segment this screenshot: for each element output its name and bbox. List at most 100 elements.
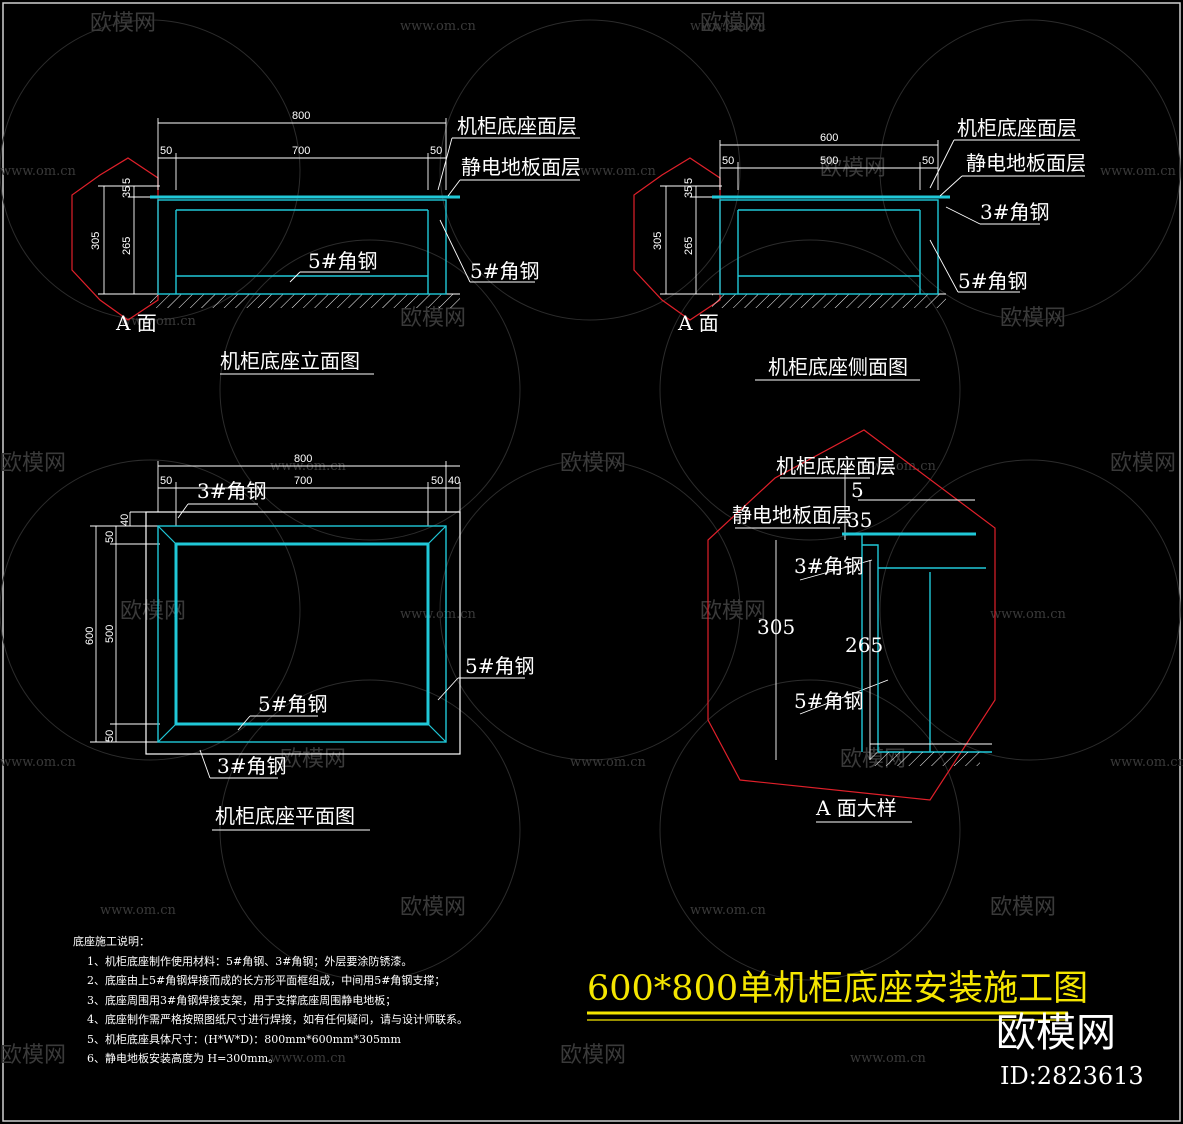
side-label-face: A 面 bbox=[677, 311, 719, 335]
watermark-site: www.om.cn bbox=[580, 164, 657, 179]
side-dim-overall: 600 bbox=[820, 132, 838, 144]
construction-notes: 底座施工说明： 1、机柜底座制作使用材料：5#角钢、3#角钢；外层要涂防锈漆。 … bbox=[73, 932, 468, 1069]
watermark-site: www.om.cn bbox=[1110, 755, 1183, 770]
detail-marker-outline bbox=[633, 157, 721, 321]
watermark-site: www.om.cn bbox=[270, 459, 347, 474]
plan-dim-v-top: 50 bbox=[104, 531, 116, 543]
watermark-arcs bbox=[0, 19, 1181, 981]
watermark-site: www.om.cn bbox=[1100, 164, 1177, 179]
side-label-steel-3: 3#角钢 bbox=[980, 200, 1049, 224]
side-dim-left: 50 bbox=[722, 155, 734, 167]
detail-outline bbox=[707, 429, 996, 801]
plan-dim-v-overall: 600 bbox=[84, 627, 96, 645]
elevation-label-top-layer: 机柜底座面层 bbox=[457, 114, 577, 138]
watermark-grid: 欧模网 www.om.cn www.om.cn 欧模网 www.om.cn ww… bbox=[0, 11, 1183, 1068]
main-title: 600*800单机柜底座安装施工图 bbox=[587, 969, 1088, 1009]
detail-label-floor-layer: 静电地板面层 bbox=[732, 503, 852, 527]
elevation-dim-mid: 700 bbox=[292, 145, 310, 157]
notes-item: 3、底座周围用3#角钢焊接支架，用于支撑底座周围静电地板； bbox=[87, 993, 397, 1007]
watermark-brand: 欧模网 bbox=[400, 306, 466, 331]
plan-label-steel-5-inner: 5#角钢 bbox=[258, 692, 327, 716]
side-label-steel-5: 5#角钢 bbox=[958, 269, 1027, 293]
plan-dim-v-mid: 500 bbox=[104, 625, 116, 643]
ground-hatch bbox=[870, 752, 980, 766]
detail-dim-35: 35 bbox=[847, 508, 872, 532]
notes-item: 6、静电地板安装高度为 H=300mm。 bbox=[87, 1052, 280, 1065]
side-title: 机柜底座侧面图 bbox=[768, 355, 908, 379]
elevation-view: 800 700 50 50 305 265 35 5 机柜底座面层 静电地板面层… bbox=[71, 110, 581, 375]
detail-dim-265: 265 bbox=[845, 633, 883, 657]
watermark-site: www.om.cn bbox=[690, 19, 767, 34]
watermark-brand: 欧模网 bbox=[560, 1043, 626, 1068]
elevation-label-face: A 面 bbox=[115, 311, 157, 335]
detail-dim-305: 305 bbox=[757, 615, 795, 639]
side-dim-mid: 500 bbox=[820, 155, 838, 167]
watermark-brand: 欧模网 bbox=[1110, 451, 1176, 476]
detail-dim-5: 5 bbox=[851, 478, 864, 502]
detail-view: 机柜底座面层 静电地板面层 3#角钢 5#角钢 5 35 305 265 A 面… bbox=[707, 429, 996, 823]
watermark-site: www.om.cn bbox=[690, 903, 767, 918]
notes-item: 2、底座由上5#角钢焊接而成的长方形平面框组成，中间用5#角钢支撑； bbox=[87, 974, 446, 987]
plan-dim-right-a: 50 bbox=[431, 475, 443, 487]
detail-label-steel-3: 3#角钢 bbox=[794, 554, 863, 578]
watermark-brand: 欧模网 bbox=[90, 11, 156, 36]
side-dim-top-b: 5 bbox=[683, 178, 695, 184]
plan-label-steel-3-top: 3#角钢 bbox=[197, 479, 266, 503]
side-view: 600 500 50 50 305 265 35 5 机柜底座面层 静电地板面层… bbox=[633, 116, 1086, 381]
elevation-label-floor-layer: 静电地板面层 bbox=[461, 155, 581, 179]
watermark-brand: 欧模网 bbox=[1000, 306, 1066, 331]
ground-hatch bbox=[712, 294, 946, 308]
watermark-brand: 欧模网 bbox=[560, 451, 626, 476]
elevation-dim-overall: 800 bbox=[292, 110, 310, 122]
notes-item: 5、机柜底座具体尺寸：(H*W*D)：800mm*600mm*305mm bbox=[87, 1032, 401, 1046]
watermark-site: www.om.cn bbox=[270, 1051, 347, 1066]
side-label-floor-layer: 静电地板面层 bbox=[966, 151, 1086, 175]
plan-dim-v-bottom: 50 bbox=[104, 730, 116, 742]
plan-dim-left: 50 bbox=[160, 475, 172, 487]
side-dim-right: 50 bbox=[922, 155, 934, 167]
watermark-brand: 欧模网 bbox=[0, 451, 66, 476]
plan-dim-overall: 800 bbox=[294, 453, 312, 465]
watermark-site: www.om.cn bbox=[0, 164, 77, 179]
watermark-site: www.om.cn bbox=[120, 314, 197, 329]
elevation-title: 机柜底座立面图 bbox=[220, 349, 360, 373]
ground-hatch bbox=[150, 294, 460, 308]
notes-heading: 底座施工说明： bbox=[73, 935, 150, 948]
plan-dim-right-b: 40 bbox=[448, 475, 460, 487]
watermark-site: www.om.cn bbox=[850, 1051, 927, 1066]
detail-label-steel-5: 5#角钢 bbox=[794, 689, 863, 713]
elevation-dim-lower: 265 bbox=[121, 237, 133, 255]
watermark-brand: 欧模网 bbox=[990, 895, 1056, 920]
plan-dim-v-edge: 40 bbox=[119, 514, 131, 526]
brand-name: 欧模网 bbox=[996, 1010, 1116, 1056]
brand-mark: 欧模网 ID:2823613 bbox=[996, 1010, 1144, 1090]
watermark-site: www.om.cn bbox=[100, 903, 177, 918]
brand-id: ID:2823613 bbox=[1000, 1062, 1144, 1090]
plan-dim-mid: 700 bbox=[294, 475, 312, 487]
elevation-label-steel-inner: 5#角钢 bbox=[308, 249, 377, 273]
elevation-dim-height: 305 bbox=[90, 232, 102, 250]
elevation-dim-top-a: 35 bbox=[121, 186, 133, 198]
watermark-brand: 欧模网 bbox=[0, 1043, 66, 1068]
watermark-brand: 欧模网 bbox=[280, 747, 346, 772]
watermark-site: www.om.cn bbox=[0, 755, 77, 770]
detail-label-top-layer: 机柜底座面层 bbox=[776, 454, 896, 478]
plan-view: 800 700 50 50 40 600 500 50 50 40 3#角钢 5… bbox=[84, 453, 534, 831]
watermark-brand: 欧模网 bbox=[700, 11, 766, 36]
elevation-dim-left: 50 bbox=[160, 145, 172, 157]
side-dim-top-a: 35 bbox=[683, 186, 695, 198]
plan-label-steel-5-right: 5#角钢 bbox=[465, 654, 534, 678]
side-label-top-layer: 机柜底座面层 bbox=[957, 116, 1077, 140]
main-title-block: 600*800单机柜底座安装施工图 bbox=[587, 969, 1088, 1021]
side-dim-lower: 265 bbox=[683, 237, 695, 255]
elevation-label-steel-right: 5#角钢 bbox=[470, 259, 539, 283]
plan-label-steel-3-bottom: 3#角钢 bbox=[217, 754, 286, 778]
plan-title: 机柜底座平面图 bbox=[215, 804, 355, 828]
side-dim-height: 305 bbox=[652, 232, 664, 250]
watermark-site: www.om.cn bbox=[990, 607, 1067, 622]
elevation-dim-top-b: 5 bbox=[121, 178, 133, 184]
notes-item: 1、机柜底座制作使用材料：5#角钢、3#角钢；外层要涂防锈漆。 bbox=[87, 954, 413, 968]
watermark-site: www.om.cn bbox=[570, 755, 647, 770]
